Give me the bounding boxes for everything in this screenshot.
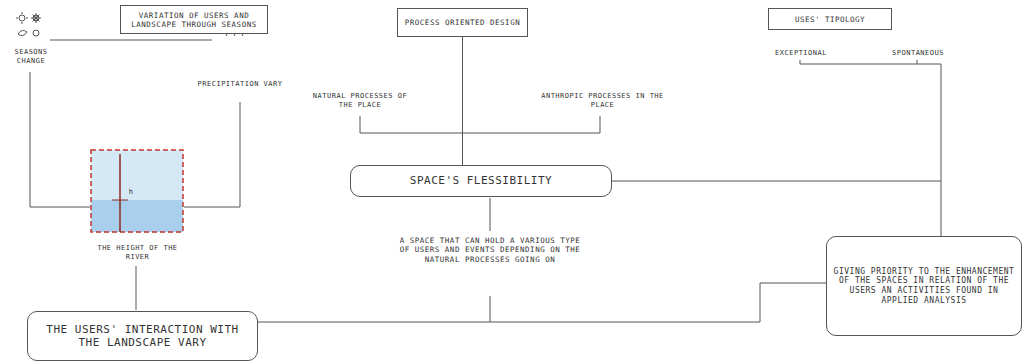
rounded-box: SPACE'S FLESSIBILITY [350,165,612,197]
annotation-label: NATURAL PROCESSES OF THE PLACE [305,92,415,110]
title-box: VARIATION OF USERS AND LANDSCAPE THROUGH… [120,5,268,34]
connector-line [612,181,941,236]
annotation-label: THE HEIGHT OF THE RIVER [85,244,190,262]
annotation-label: SEASONS CHANGE [6,48,56,66]
annotation-label: SPONTANEOUS [884,49,952,58]
node-text: VARIATION OF USERS AND LANDSCAPE THROUGH… [127,11,261,29]
annotation-label: A SPACE THAT CAN HOLD A VARIOUS TYPE OF … [395,236,585,264]
connector-line [462,37,463,165]
rounded-box: GIVING PRIORITY TO THE ENHANCEMENT OF TH… [826,236,1022,336]
annotation-label: EXCEPTIONAL [768,49,834,58]
rounded-box: THE USERS' INTERACTION WITH THE LANDSCAP… [27,311,258,361]
annotation-label: h [124,188,138,197]
node-text: THE USERS' INTERACTION WITH THE LANDSCAP… [34,323,251,349]
annotation-label: ANTHROPIC PROCESSES IN THE PLACE [540,92,665,110]
title-box: PROCESS ORIENTED DESIGN [397,8,528,37]
node-text: GIVING PRIORITY TO THE ENHANCEMENT OF TH… [833,267,1015,305]
node-text: USES' TIPOLOGY [795,15,865,24]
connector-line [258,283,826,322]
annotation-label: PRECIPITATION VARY [190,80,290,89]
node-text: SPACE'S FLESSIBILITY [410,174,552,187]
title-box: USES' TIPOLOGY [768,8,892,30]
node-text: PROCESS ORIENTED DESIGN [405,18,520,27]
